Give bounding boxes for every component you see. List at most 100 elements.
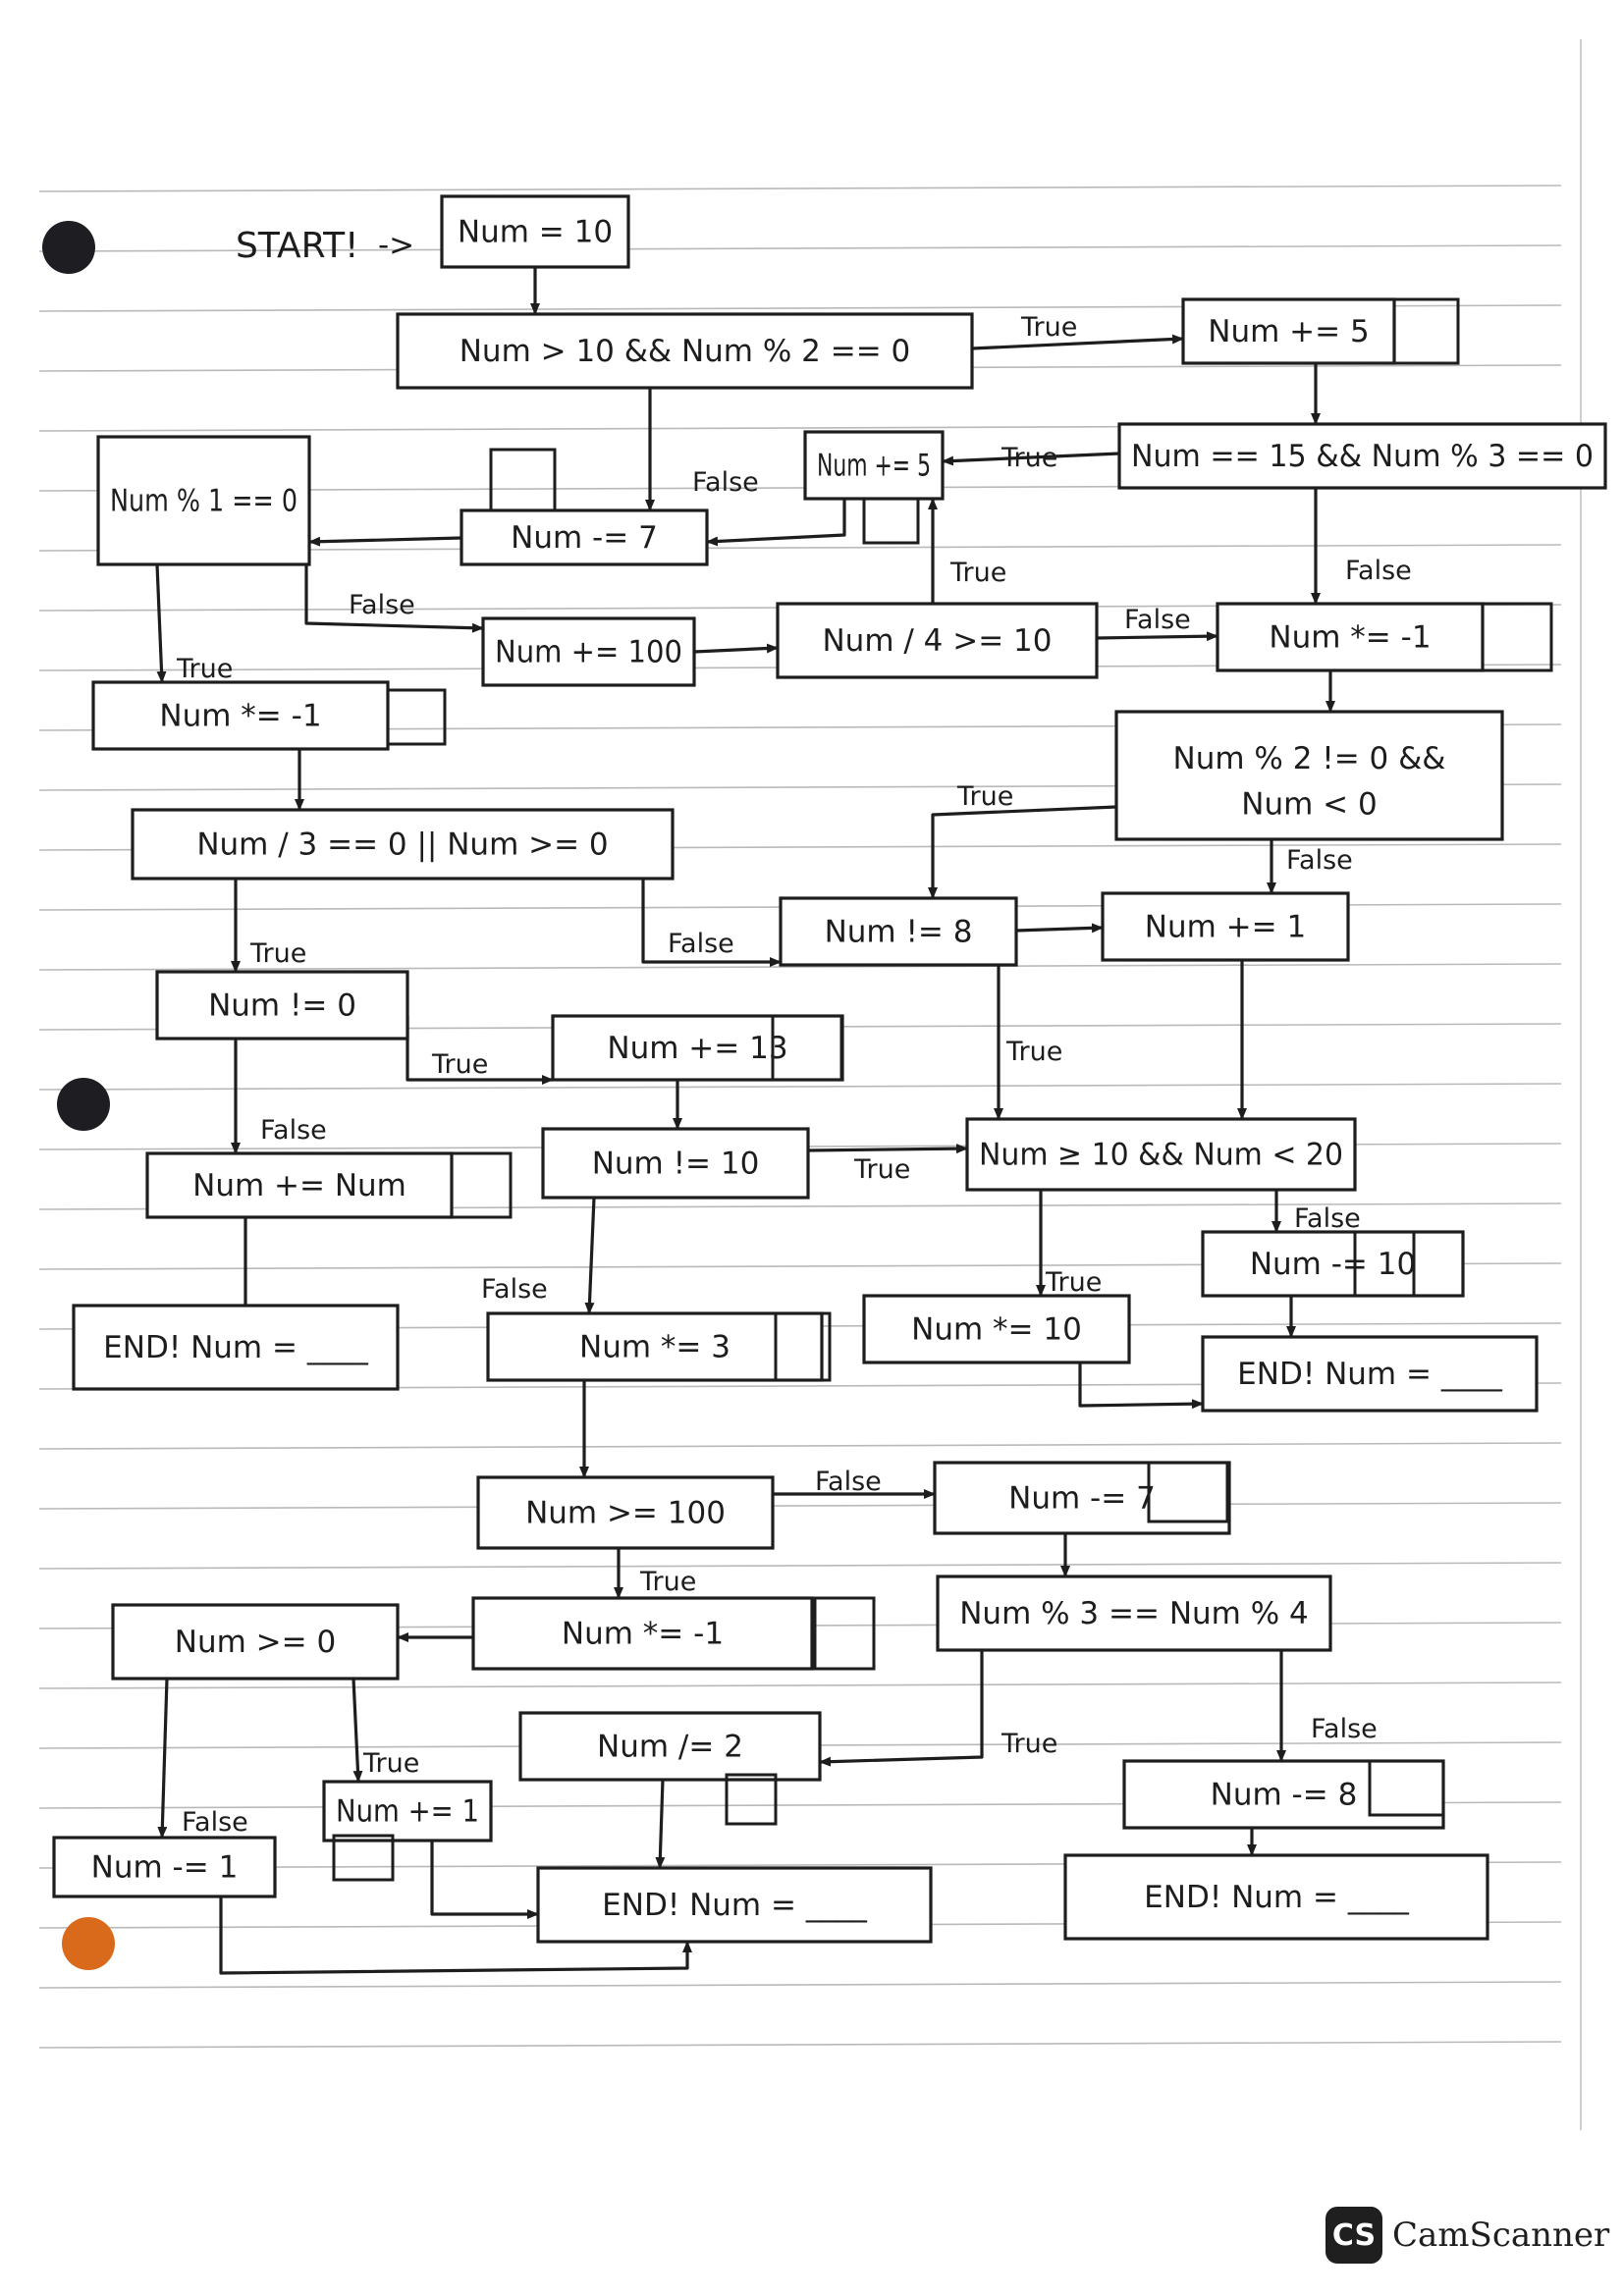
node-box <box>803 430 945 501</box>
flow-node-n14: Num != 8 <box>779 896 1018 967</box>
ruled-line <box>38 1562 1562 1570</box>
flow-node-n17: Num += 13 <box>551 1014 844 1082</box>
flow-node-n31: Num /= 2 <box>518 1711 822 1782</box>
edge-label: False <box>1345 556 1412 586</box>
node-label: Num == 15 && Num % 3 == 0 <box>1131 439 1594 474</box>
node-label: END! Num = ____ <box>602 1888 867 1923</box>
edge-label: True <box>249 938 306 969</box>
node-label: Num >= 100 <box>525 1496 726 1531</box>
node-label: Num -= 10 <box>1250 1247 1416 1282</box>
flow-node-n18: Num += Num <box>145 1151 454 1219</box>
flow-node-n16: Num != 0 <box>155 970 409 1041</box>
flow-arrow-n14-to-n15 <box>1015 923 1104 934</box>
flow-node-n03: Num += 5 <box>1181 297 1396 365</box>
binder-hole <box>62 1917 115 1970</box>
node-box <box>518 1711 822 1782</box>
edge-label: True <box>1045 1267 1102 1298</box>
flow-node-n11: Num *= -1 <box>91 680 390 751</box>
flow-arrow-n09-to-n10 <box>1096 631 1218 642</box>
blank-side-box <box>774 1311 832 1382</box>
node-label: Num += Num <box>192 1168 406 1203</box>
flow-arrow-n06-to-n07 <box>308 536 462 547</box>
node-label: Num >= 0 <box>175 1625 336 1660</box>
flow-node-n25: END! Num = ____ <box>1201 1335 1539 1413</box>
node-box <box>1101 891 1350 962</box>
node-box <box>145 1151 454 1219</box>
node-box <box>541 1127 810 1200</box>
edge-label: False <box>1124 605 1191 635</box>
edge-label: True <box>431 1049 488 1080</box>
flow-arrow-n19-to-n23 <box>584 1197 596 1314</box>
ruled-line <box>38 1083 1562 1091</box>
node-label: Num *= -1 <box>159 699 321 734</box>
blank-side-box <box>386 688 447 746</box>
flow-node-n33: Num -= 8 <box>1122 1759 1445 1830</box>
ruled-line <box>38 185 1562 192</box>
node-label: Num ≥ 10 && Num < 20 <box>979 1138 1343 1173</box>
flow-arrow-n31-to-n35 <box>655 1779 666 1869</box>
ruled-line <box>38 1442 1562 1450</box>
flow-node-n08: Num += 100 <box>481 616 696 687</box>
edge-label: False <box>182 1807 248 1838</box>
edge-layer: TrueFalseTrueFalseFalseTrueTrueFalseTrue… <box>155 267 1412 1975</box>
node-box <box>1216 602 1485 672</box>
node-box <box>551 1014 844 1082</box>
camscanner-watermark: CS CamScanner <box>1325 2207 1609 2264</box>
edge-label: True <box>1001 443 1057 473</box>
node-label: Num != 0 <box>208 988 356 1024</box>
edge-label: True <box>956 781 1013 812</box>
edge-label: True <box>853 1154 910 1185</box>
flow-arrow-n34-to-n35 <box>219 1896 692 1975</box>
flow-node-n26: Num >= 100 <box>476 1475 775 1550</box>
flow-arrow-n30-to-n32 <box>352 1678 363 1783</box>
node-label: Num > 10 && Num % 2 == 0 <box>460 334 911 369</box>
edge-label: True <box>639 1567 696 1597</box>
flow-node-n29: Num % 3 == Num % 4 <box>936 1575 1332 1652</box>
ruled-line <box>38 963 1562 971</box>
node-label: Num *= -1 <box>562 1617 724 1652</box>
flow-node-n28: Num *= -1 <box>471 1596 814 1671</box>
flow-node-n13: Num / 3 == 0 || Num >= 0 <box>131 808 675 881</box>
blank-side-box <box>1147 1461 1229 1523</box>
edge-label: True <box>1020 312 1077 343</box>
node-box <box>481 616 696 687</box>
node-label: Num *= -1 <box>1269 620 1431 656</box>
edge-label: False <box>260 1115 327 1146</box>
node-label: Num += 13 <box>607 1031 787 1066</box>
edge-label: False <box>815 1467 882 1497</box>
node-box <box>1201 1230 1465 1298</box>
flow-arrow-n30-to-n34 <box>157 1678 169 1839</box>
node-box <box>440 194 630 269</box>
blank-side-box <box>489 448 557 512</box>
node-box <box>536 1866 933 1944</box>
node-label: Num += 1 <box>336 1794 479 1830</box>
edge-label: False <box>692 467 759 498</box>
node-label: END! Num = ____ <box>1144 1880 1409 1915</box>
ruled-line <box>38 1502 1562 1510</box>
node-label: Num / 4 >= 10 <box>822 623 1052 659</box>
edge-label: True <box>176 654 233 684</box>
ruled-line <box>38 244 1562 252</box>
node-label: Num -= 7 <box>511 520 658 556</box>
node-label: Num % 1 == 0 <box>110 484 298 519</box>
node-box <box>111 1603 400 1681</box>
node-box <box>486 1311 824 1382</box>
node-box <box>155 970 409 1041</box>
start-label: START! <box>236 226 359 266</box>
camscanner-logo-icon: CS <box>1325 2207 1382 2264</box>
flow-arrow-n05-to-n06 <box>706 499 846 547</box>
flow-arrow-n19-to-n20 <box>807 1144 968 1154</box>
edge-label: False <box>1311 1714 1378 1744</box>
node-label: Num -= 1 <box>91 1850 239 1886</box>
node-label: END! Num = ____ <box>1237 1357 1502 1392</box>
node-label: Num -= 7 <box>1008 1481 1156 1517</box>
start-title: START! -> <box>236 226 414 266</box>
node-box <box>965 1117 1357 1192</box>
node-box <box>96 435 311 566</box>
flow-node-n15: Num += 1 <box>1101 891 1350 962</box>
flow-arrow-n07-to-n11 <box>155 563 167 683</box>
flow-node-n05: Num += 5 <box>803 430 945 501</box>
ruled-line <box>38 1682 1562 1689</box>
